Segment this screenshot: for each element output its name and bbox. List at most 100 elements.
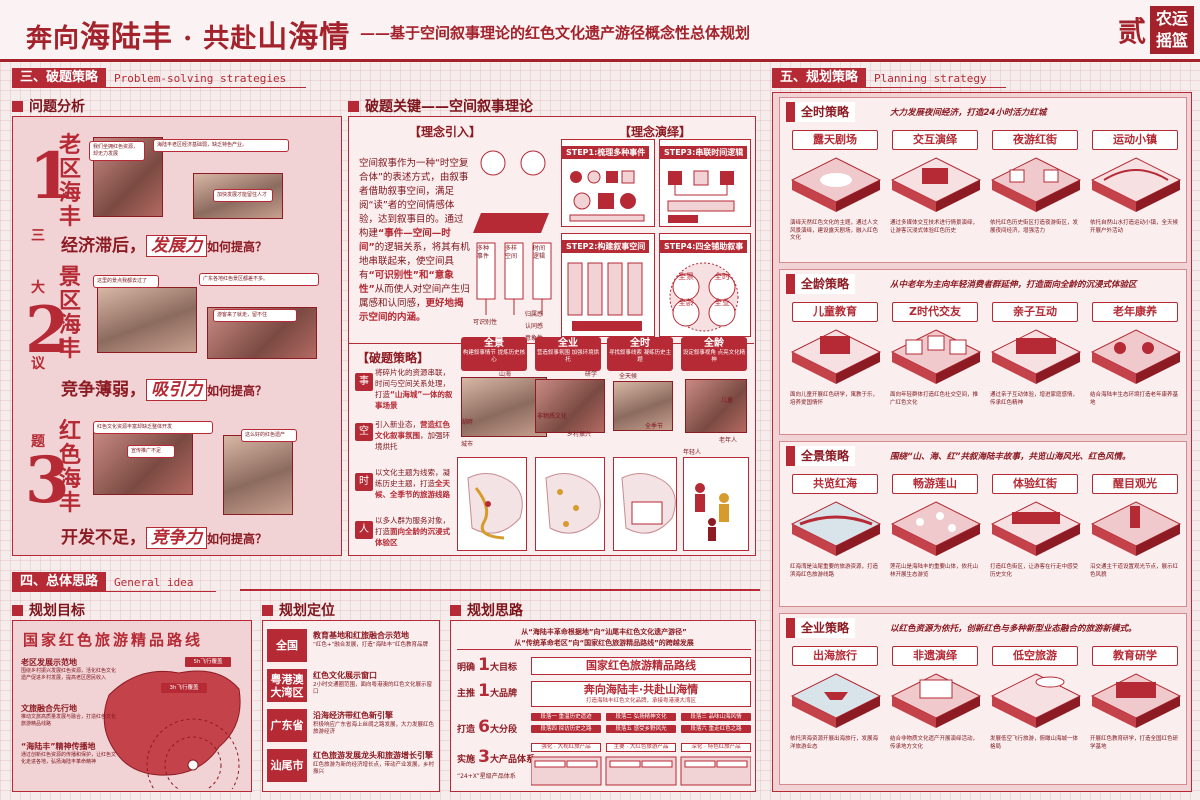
demo-title: 【理念演绎】 — [619, 125, 692, 139]
diagram-label-time: 时间逻辑 — [533, 245, 546, 260]
goal-panel: 国家红色旅游精品路线 5h飞行覆盖 3h飞行覆盖 老区发展示范地 围绕乡村振兴发… — [12, 620, 252, 792]
problem-analysis-head: 问题分析 — [12, 96, 85, 116]
iso-qinzi — [990, 329, 1082, 384]
problem-2-bubble-a: 这里的景点我都去过了 — [93, 275, 159, 288]
intro-text: 空间叙事作为一种“时空复合体”的表述方式，由叙事者借助叙事空间，满足阅“读”者的… — [359, 158, 470, 323]
product-2: 主要 · 大红色旅游产品 — [606, 743, 676, 752]
yi-char: 议 — [31, 356, 45, 372]
position-head: 规划定位 — [262, 600, 335, 620]
tab-dikong: 低空旅游 — [992, 646, 1078, 666]
tab-zshidai: Z时代交友 — [892, 302, 978, 322]
map-label-city: 城市 — [461, 441, 474, 448]
iso-changyou — [890, 501, 982, 556]
tab-lutian: 露天剧场 — [792, 130, 878, 150]
iso-lutian — [790, 157, 882, 212]
key-head: 破题关键——空间叙事理论 — [348, 96, 533, 116]
strategy-text-2: 引入新业态，营造红色文化叙事氛围，加强环境烘托 — [375, 420, 450, 451]
card-quanling: 全龄设定叙事视角 点亮文化精神 — [681, 337, 747, 371]
card-quanshi: 全时寻找叙事线索 凝练历史主题 — [607, 337, 673, 371]
desc-gonglan: 红海湾是汕尾重要的旅游资源，打造滨海红色旅游线路 — [790, 564, 879, 578]
diagram-label-identity: 认同感 — [525, 323, 544, 330]
intro-title: 【理念引入】 — [409, 125, 482, 139]
problem-panel: 三 大 议 题 1 老区海丰 我们坐拥红色资源，却无力发展 海陆丰老区经济基础弱… — [12, 116, 342, 556]
step-3-box: STEP3:串联时间逻辑 — [659, 139, 751, 227]
segment-5: 段落五 感受乡野风光 — [606, 725, 676, 733]
diagram-label-spaces: 多样空间 — [505, 245, 518, 260]
plan-block-quanjing: 全景策略 围绕“山、海、红”共叙海陆丰故事，共览山海风光、红色风情。 共览红海 … — [779, 441, 1187, 607]
position-row-guangdong: 广东省沿海经济带红色新引擎积极响应广东省海上丝绸之路发展，大力发展红色旅游经济 — [267, 709, 437, 742]
segment-2: 段落二 弘扬精神文化 — [606, 713, 676, 721]
problem-2-photo — [97, 287, 197, 353]
map-label-elder: 老年人 — [719, 437, 738, 444]
problem-3-bubble-c: 宣传推广不足 — [127, 445, 175, 458]
logo-seal: 农运摇篮 — [1150, 6, 1194, 54]
step4-node-quanye: 全业 — [714, 298, 730, 307]
goal-head: 规划目标 — [12, 600, 85, 620]
iso-jiaoyu — [1090, 673, 1182, 728]
strategy-text-1: 将碎片化的资源串联，时间与空间关系处理，打造“山海城”一体的叙事场景 — [375, 368, 453, 410]
problem-3-vertical: 红色海丰 — [59, 418, 82, 516]
iso-ertong — [790, 329, 882, 384]
problem-1-bubble-b: 海陆丰老区经济基础弱，缺乏特色产业。 — [153, 139, 289, 152]
problem-3-bubble-a: 红色文化资源丰富却缺乏整体开发 — [93, 421, 213, 434]
segment-3: 段落三 品味山海风情 — [681, 713, 751, 721]
segment-6: 段落六 重走红色之路 — [681, 725, 751, 733]
problem-2-bubble-c: 游客来了就走，留不住 — [213, 309, 297, 322]
iso-jiaohu — [890, 157, 982, 212]
tab-gonglan: 共览红海 — [792, 474, 878, 494]
problem-1-number: 1 — [29, 139, 74, 214]
desc-tiyan: 打造红色街区，让游客在行走中感受历史文化 — [990, 564, 1079, 578]
tab-yundong: 运动小镇 — [1092, 130, 1178, 150]
think-row-3-label: 打造 6大分段 — [457, 717, 518, 737]
think-panel: 从“海陆丰革命根据地”向“汕尾丰红色文化遗产游径”从“传统革命老区”向“国家红色… — [450, 620, 756, 792]
problem-3-line: 开发不足，竞争力如何提高？ — [61, 527, 268, 549]
diagram-label-events: 多种事件 — [477, 245, 490, 260]
plan-block-quanling: 全龄策略 从中老年为主向年轻消费者群延伸，打造面向全龄的沉浸式体验区 儿童教育 … — [779, 269, 1187, 435]
think-row-2-label: 主推 1大品牌 — [457, 681, 518, 701]
map-quanye — [535, 457, 605, 551]
problem-1-bubble-c: 加快发展才能留住人才 — [213, 189, 273, 202]
strategy-seal-2: 空 — [355, 423, 373, 441]
think-row-1-label: 明确 1大目标 — [457, 655, 518, 675]
iso-tiyan — [990, 501, 1082, 556]
map-label-allseason: 全季节 — [645, 423, 664, 430]
tab-changyou: 畅游莲山 — [892, 474, 978, 494]
map-label-hupan: 湖畔 — [461, 419, 474, 426]
desc-yeyou: 依托红色历史街区打造夜游街区，发展夜间经济，增强活力 — [990, 220, 1079, 234]
product-3: 深化 · 特色红旅产品 — [681, 743, 751, 752]
problem-3-number: 3 — [25, 443, 70, 518]
segment-4: 段落四 探访历史之路 — [531, 725, 601, 733]
tab-chuhai: 出海旅行 — [792, 646, 878, 666]
think-head: 规划思路 — [450, 600, 523, 620]
iso-chuhai — [790, 673, 882, 728]
tab-ertong: 儿童教育 — [792, 302, 878, 322]
problem-2-number: 2 — [25, 293, 70, 368]
plan-block-quanshi: 全时策略 大力发展夜间经济，打造24小时活力红城 露天剧场 交互演绎 夜游红街 … — [779, 97, 1187, 263]
arc-label-5h: 5h飞行覆盖 — [185, 657, 231, 667]
problem-3-photo-b — [223, 435, 293, 515]
problem-2-bubble-b: 广东各地红色景区都差不多。 — [199, 273, 319, 286]
product-1: 强化 · 大视红旅产品 — [531, 743, 601, 752]
strategy-photo-2 — [535, 379, 605, 433]
problem-3-photo — [93, 429, 193, 495]
map-quanjing — [457, 457, 527, 551]
plan-block-quanye: 全业策略 以红色资源为依托，创新红色与多种新型业态融合的旅游新模式。 出海旅行 … — [779, 613, 1187, 785]
goal-item-1: 老区发展示范地 围绕乡村振兴发展红色资源，活化红色文化遗产促进乡村发展，提高老区… — [21, 658, 117, 681]
problem-2-vertical: 景区海丰 — [59, 264, 82, 362]
tab-jiaoyu: 教育研学 — [1092, 646, 1178, 666]
page-title: 奔向海陆丰 · 共赴山海情 — [26, 20, 351, 55]
desc-yundong: 依托自然山水打造运动小镇，全天候开展户外活动 — [1090, 220, 1179, 234]
tab-yeyou: 夜游红街 — [992, 130, 1078, 150]
step4-node-quanling: 全龄 — [678, 298, 694, 307]
think-row-4-label: 实施 3大产品体系 — [457, 747, 536, 767]
tab-laonian: 老年康养 — [1092, 302, 1178, 322]
step-4-box: STEP4:四全铺助叙事 — [659, 233, 751, 337]
map-label-rural: 乡村振兴 — [567, 431, 592, 438]
step-1-box: STEP1:梳理多种事件 — [561, 139, 655, 227]
problem-3-bubble-b: 这么好的红色遗产 — [241, 429, 297, 442]
map-label-allweather: 全天候 — [619, 373, 638, 380]
goal-item-2: 文旅融合先行地 推动文旅高质量发展与融合，打造红色文化旅游精品线路 — [21, 704, 117, 727]
diagram-label-belong: 归属感 — [525, 311, 544, 318]
